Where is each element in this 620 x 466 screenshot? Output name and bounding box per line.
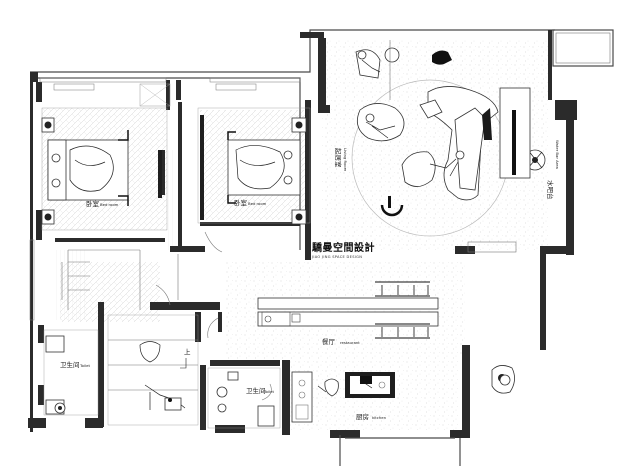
toilet-left: 卫生间 Toilet — [43, 329, 99, 416]
kitchen-area: 厨房 kitchen — [291, 365, 515, 423]
kitchen-en-label: kitchen — [372, 415, 387, 420]
dining-area: 餐厅 restaurant — [257, 281, 439, 346]
bedroom-left-label: 卧室 — [86, 199, 100, 208]
kitchen-label: 厨房 — [356, 412, 369, 421]
toilet-left-label: 卫生间 — [60, 360, 80, 369]
stair-hall: 上 — [61, 249, 219, 426]
restaurant-en-label: restaurant — [340, 340, 360, 345]
bedroom-right: 卧室 Bed room — [197, 107, 311, 253]
living-room-en-label: Living Room — [343, 148, 348, 172]
toilet-right-label: 卫生间 — [246, 386, 266, 395]
living-room-label: 起居室 — [334, 148, 343, 168]
toilet-left-en-label: Toilet — [79, 363, 90, 368]
bedroom-right-en-label: Bed room — [248, 201, 267, 206]
brand-block: 驕曼空間設計 JIAO JING SPACE DESIGN — [311, 241, 375, 259]
living-room: 起居室 Living Room 水吧台 Water Bar Area — [334, 40, 560, 253]
bedroom-left: 卧室 Bed room — [41, 107, 168, 231]
windows — [29, 77, 301, 321]
brand-name: 驕曼空間設計 — [312, 241, 375, 254]
toilet-right: 卫生间 Toilet — [207, 367, 281, 429]
water-bar-label: 水吧台 — [546, 180, 555, 200]
bedroom-left-en-label: Bed room — [100, 202, 119, 207]
bedroom-right-label: 卧室 — [234, 198, 248, 207]
water-bar-en-label: Water Bar Area — [555, 140, 560, 169]
toilet-right-en-label: Toilet — [263, 389, 274, 394]
entry-figure — [499, 374, 511, 386]
restaurant-label: 餐厅 — [322, 337, 336, 346]
stair-label: 上 — [184, 347, 191, 356]
brand-subtitle: JIAO JING SPACE DESIGN — [311, 255, 362, 259]
